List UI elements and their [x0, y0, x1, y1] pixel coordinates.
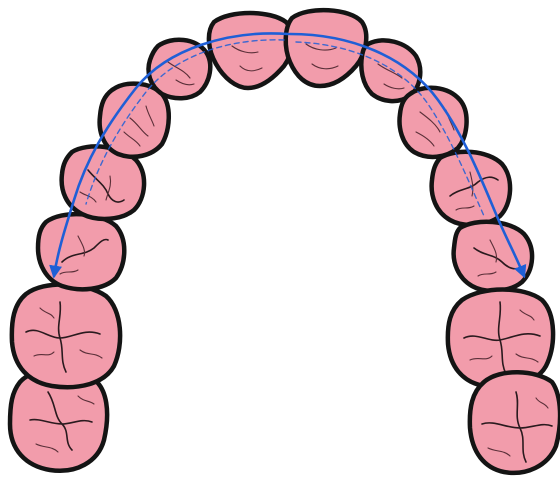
tooth-first-premolar-left [432, 152, 510, 225]
tooth-canine-left [400, 88, 467, 157]
tooth-second-premolar-left [454, 222, 532, 291]
tooth-second-premolar-right [38, 214, 124, 289]
tooth-central-incisor-right [209, 13, 293, 88]
tooth-first-molar-right [12, 284, 120, 387]
tooth-central-incisor-left [286, 10, 367, 86]
tooth-second-molar-left [470, 372, 560, 473]
tooth-lateral-incisor-right [149, 40, 211, 99]
